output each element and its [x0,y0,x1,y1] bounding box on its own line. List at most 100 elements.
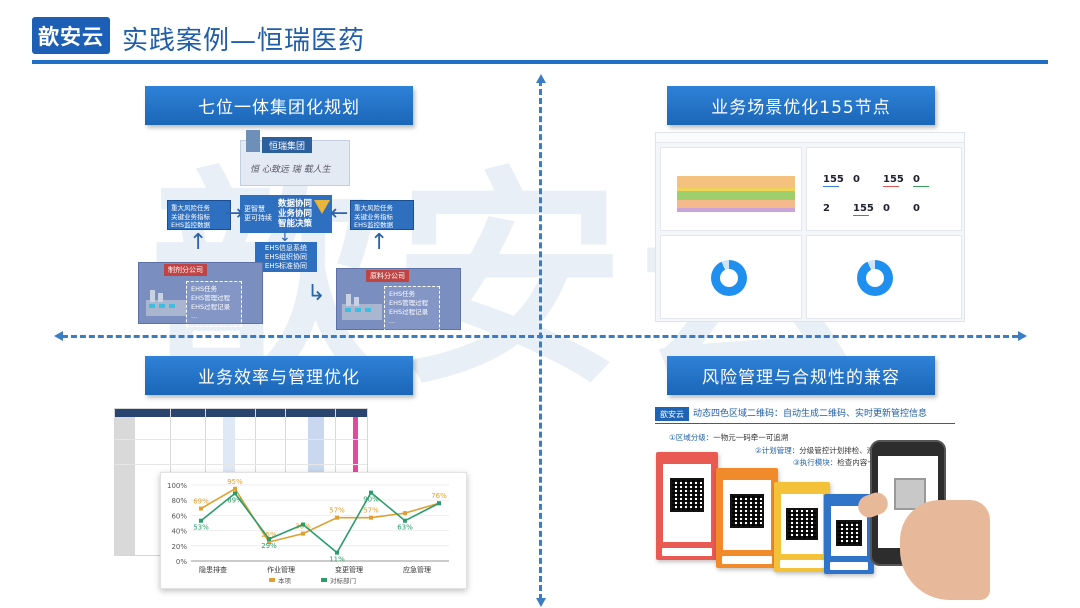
x-tick-label: 作业管理 [267,565,295,574]
qr-card-footer [780,560,824,568]
data-label: 11% [329,556,345,564]
data-point [369,515,373,520]
arrow-down-icon: ↓ [279,229,291,245]
kpi-value: 0 [853,174,860,185]
plant-left-list: EHS任务 EHS管理过程 EHS过程记录 ... [186,281,242,327]
series-line [200,487,440,543]
middle-line: EHS标准协同 [264,262,308,270]
center-right-line: 业务协同 [278,209,313,219]
band-yellow [677,188,795,191]
dashboard-topbar [656,133,964,143]
legend-label: 对标部门 [330,576,356,585]
qr-card-footer [830,562,868,570]
data-point [199,506,203,511]
middle-line: EHS信息系统 [264,244,308,252]
data-label: 69% [193,498,209,506]
kpi-value: 155 [883,174,904,185]
q4-headline: 动态四色区域二维码：自动生成二维码、实时更新管控信息 [693,409,928,419]
donut-panel-left [660,235,802,319]
funnel-icon [314,200,330,214]
arrow-right-icon: → [225,201,244,226]
q4-note-3-label: ③执行模块： [793,458,838,467]
plant-right-label: 原料分公司 [366,270,409,282]
sheet-gridline [115,439,367,440]
q4-brand-tag: 歆安云 [655,407,689,421]
hand-illustration [900,500,990,600]
middle-box: EHS信息系统 EHS组织协同 EHS标准协同 [255,242,317,272]
brand-logo: 歆安云 [32,17,110,54]
data-point [199,518,203,523]
q4-note-1-label: ①区域分级： [669,433,714,442]
plant-right-item: EHS过程记录 [389,308,429,316]
q1-title-bar: 七位一体集团化规划 [145,86,413,125]
donut-chart [857,260,893,296]
data-point [335,550,339,555]
q4-note-3-text: 检查内容十人手面 [837,458,898,467]
kpi-value: 0 [913,203,920,214]
q4-rule [655,423,955,424]
kpi-value: 0 [883,203,890,214]
data-label: 53% [193,524,209,532]
legend-swatch [269,578,275,582]
plant-left-item: EHS管理过程 [191,294,231,302]
center-right-line: 智能决策 [278,219,313,229]
x-tick-label: 隐患排查 [199,565,227,574]
kpi-value: 155 [853,203,874,214]
q4-title: 风险管理与合规性的兼容 [702,368,900,388]
left-risk-box: 重大风险任务 关键业务指标 EHS监控数据 [167,200,231,230]
qr-code [786,508,818,540]
y-tick-label: 80% [171,497,187,505]
center-left-line: 更智慧 [244,205,265,213]
hq-label: 恒瑞集团 [262,137,312,153]
plant-right-item: EHS任务 [389,290,416,298]
hq-slogan: 恒 心致远 瑞 载人生 [250,165,331,175]
center-box: 更智慧 更可持续 数据协同 业务协同 智能决策 [240,195,332,233]
qr-code [670,478,704,512]
sheet-gridline [115,464,367,465]
data-label: 57% [363,507,379,515]
data-point [403,511,407,516]
qr-card-red [656,452,718,560]
kpi-value: 2 [823,203,830,214]
q4-note-2-label: ②计划管理： [755,446,800,455]
plant-right-list: EHS任务 EHS管理过程 EHS过程记录 ... [384,286,440,332]
page-title: 实践案例—恒瑞医药 [122,26,366,56]
x-tick-label: 变更管理 [335,565,363,574]
vertical-divider [539,80,542,600]
line-chart: 0%20%40%60%80%100%隐患排查作业管理变更管理应急管理69%95%… [167,478,449,585]
qr-card-orange [716,468,778,568]
plant-left-item: EHS过程记录 [191,303,231,311]
horizontal-divider [62,335,1018,338]
arrow-up-icon: ↑ [189,230,208,255]
data-point [335,515,339,520]
data-point [267,536,271,541]
data-point [403,518,407,523]
arrow-bend-right-icon: ↳ [307,281,326,306]
kpi-underline [883,186,899,187]
left-risk-line: 重大风险任务 [171,204,210,212]
q4-note-1: ①区域分级：一物元一码牵一可追溯 [669,432,788,443]
data-label: 95% [227,478,243,486]
data-label: 36% [295,523,311,531]
series-line [200,491,440,554]
arrow-up-icon [536,74,546,83]
kpi-underline [913,186,929,187]
qr-card-footer [662,548,712,556]
plant-left-item: EHS任务 [191,285,218,293]
q4-note-2: ②计划管理：分级管控计划排检、巡检、失检 [755,445,904,456]
left-risk-line: 关键业务指标 [171,212,210,221]
y-tick-label: 100% [167,482,187,490]
right-risk-box: 重大风险任务 关键业务指标 EHS监控数据 [350,200,414,230]
q3-title: 业务效率与管理优化 [198,368,360,388]
data-point [233,491,237,496]
plant-right-item: ... [389,317,396,325]
kpi-underline [823,186,839,187]
data-point [233,486,237,491]
q2-title: 业务场景优化155节点 [711,98,891,118]
center-right-line: 数据协同 [278,199,313,209]
band-purple [677,208,795,212]
left-risk-line: EHS监控数据 [171,221,211,229]
legend-label: 本项 [278,576,292,585]
data-point [267,540,271,544]
plant-left-item: ... [191,312,198,320]
